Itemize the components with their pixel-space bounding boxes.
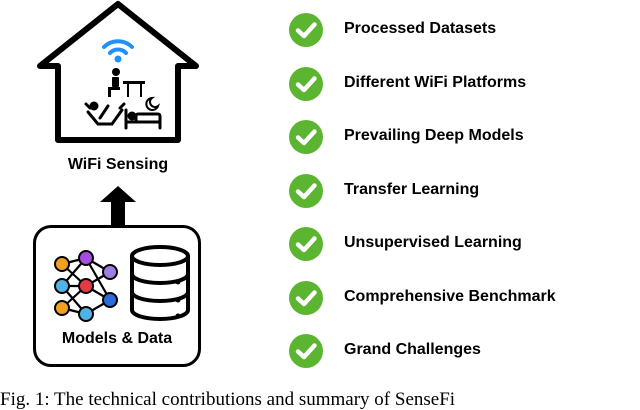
check-circle-icon	[289, 173, 323, 208]
sleep-bed-icon	[124, 96, 162, 130]
wifi-icon	[102, 39, 134, 55]
check-circle-icon	[289, 334, 323, 368]
check-circle-icon	[289, 13, 323, 47]
neural-network-icon	[54, 250, 118, 322]
fall-detection-icon	[84, 101, 126, 126]
check-circle-icon	[289, 120, 323, 154]
contribution-item: Comprehensive Benchmark	[288, 280, 628, 316]
contribution-item: Processed Datasets	[288, 12, 628, 48]
contribution-label: Different WiFi Platforms	[344, 73, 527, 91]
contribution-item: Different WiFi Platforms	[288, 66, 628, 102]
contribution-label: Processed Datasets	[344, 20, 497, 37]
database-icon	[130, 245, 190, 321]
contribution-item: Unsupervised Learning	[288, 226, 628, 262]
figure-caption: Fig. 1: The technical contributions and …	[0, 389, 456, 410]
contribution-label: Transfer Learning	[344, 180, 480, 198]
contribution-label: Unsupervised Learning	[344, 234, 522, 251]
house-icon	[37, 1, 199, 143]
models-data-label: Models & Data	[61, 330, 173, 347]
person-at-desk-icon	[108, 68, 145, 97]
check-circle-icon	[289, 66, 323, 101]
contribution-label: Prevailing Deep Models	[344, 127, 524, 144]
models-data-box: Models & Data	[33, 225, 201, 367]
contribution-item: Prevailing Deep Models	[288, 119, 628, 155]
contribution-label: Comprehensive Benchmark	[344, 287, 556, 305]
check-circle-icon	[289, 227, 323, 261]
contribution-item: Transfer Learning	[288, 173, 628, 209]
up-arrow-icon	[100, 186, 136, 228]
contribution-label: Grand Challenges	[344, 341, 481, 358]
check-circle-icon	[289, 280, 323, 315]
wifi-sensing-label: WiFi Sensing	[67, 156, 169, 173]
contribution-item: Grand Challenges	[288, 333, 628, 369]
